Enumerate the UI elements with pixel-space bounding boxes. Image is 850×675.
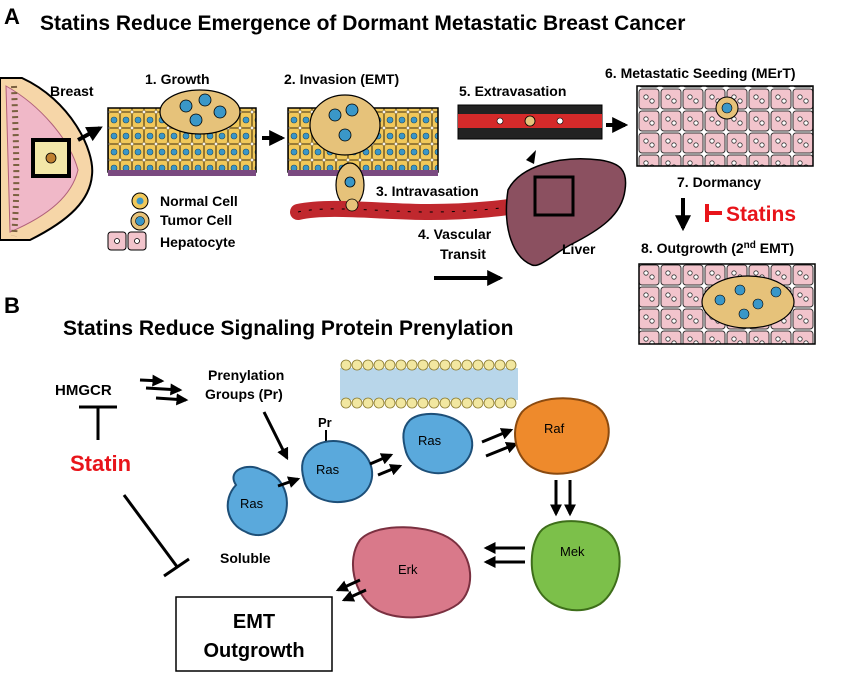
ras-soluble-protein — [226, 465, 288, 537]
breast-illustration — [0, 77, 94, 241]
panel-b-title: Statins Reduce Signaling Protein Prenyla… — [63, 317, 513, 340]
soluble-label: Soluble — [220, 550, 271, 566]
liver-zoom-box — [533, 175, 575, 217]
mek-label: Mek — [560, 544, 585, 559]
hmgcr-label: HMGCR — [55, 382, 112, 399]
arrow-soluble-to-prenylated — [277, 476, 301, 488]
legend-hepatocyte-label: Hepatocyte — [160, 234, 236, 250]
step2-label: 2. Invasion (EMT) — [284, 71, 399, 87]
legend-tumor-label: Tumor Cell — [160, 212, 232, 228]
extravasation-vessel — [457, 104, 603, 140]
outcome-box — [175, 596, 333, 672]
circulating-tumor-cell — [345, 198, 359, 212]
arrow-breast-to-growth — [77, 126, 103, 142]
step1-label: 1. Growth — [145, 71, 210, 87]
step5-label: 5. Extravasation — [459, 83, 566, 99]
erk-label: Erk — [398, 562, 418, 577]
step7-label: 7. Dormancy — [677, 174, 761, 190]
step6-label: 6. Metastatic Seeding (MErT) — [605, 65, 796, 81]
raf-protein — [514, 397, 610, 475]
outcome-line1: EMT — [233, 611, 275, 633]
arrow-ras-to-raf — [481, 428, 519, 458]
ras-prenylated-label: Ras — [316, 462, 340, 477]
outcome-line2: Outgrowth — [203, 640, 304, 662]
arrow-raf-to-mek — [550, 480, 576, 517]
ras-prenylated-protein — [301, 440, 374, 503]
seeding-tissue — [636, 85, 814, 167]
liver-label: Liver — [562, 241, 596, 257]
prenylation-label-line2: Groups (Pr) — [205, 386, 283, 402]
arrow-prenylation-to-ras — [262, 411, 289, 461]
legend-normal-label: Normal Cell — [160, 193, 238, 209]
statin-label: Statin — [70, 451, 131, 476]
arrow-ras-to-membrane-ras — [369, 453, 403, 477]
statins-inhibit-symbol — [705, 204, 722, 222]
ras-membrane-protein — [402, 412, 474, 475]
step8-label: 8. Outgrowth (2nd EMT) — [641, 240, 794, 256]
growth-tissue — [107, 89, 257, 176]
mek-protein — [530, 520, 621, 612]
panel-a-title: Statins Reduce Emergence of Dormant Meta… — [40, 12, 685, 35]
prenylation-label-line1: Prenylation — [208, 367, 284, 383]
legend — [107, 192, 150, 251]
invasion-tissue — [287, 94, 439, 208]
outgrowth-tissue — [638, 263, 816, 345]
blood-vessel — [290, 195, 538, 221]
breast-zoom-box — [31, 138, 71, 178]
step4-label-line2: Transit — [440, 246, 486, 262]
ras-soluble-label: Ras — [240, 496, 264, 511]
statins-label: Statins — [726, 203, 796, 226]
step3-label: 3. Intravasation — [376, 183, 479, 199]
statin-inhibits-hmgcr — [79, 405, 117, 440]
panel-b-letter: B — [4, 293, 20, 318]
step4-label-line1: 4. Vascular — [418, 226, 492, 242]
hmgcr-to-prenylation-arrows — [139, 374, 189, 406]
breast-label: Breast — [50, 83, 94, 99]
cell-membrane — [340, 359, 518, 409]
arrow-erk-to-outcome — [335, 578, 367, 602]
statin-inhibits-outcome — [122, 494, 190, 578]
raf-label: Raf — [544, 421, 565, 436]
panel-a-letter: A — [4, 4, 20, 29]
pr-tag-label: Pr — [318, 415, 332, 430]
arrow-mek-to-erk — [483, 542, 525, 568]
ras-membrane-label: Ras — [418, 433, 442, 448]
arrow-liver-to-extravasation — [526, 150, 536, 164]
